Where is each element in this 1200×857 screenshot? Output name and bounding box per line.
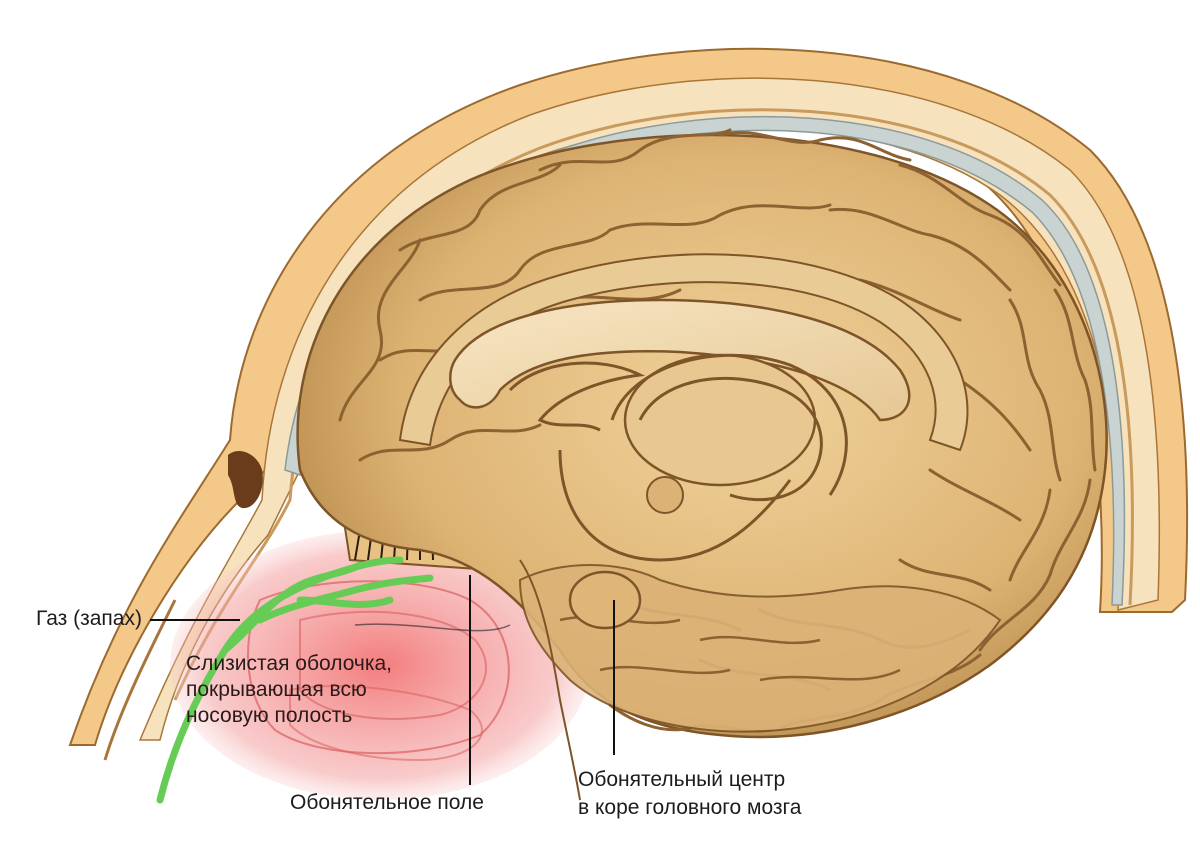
label-olfactory-field: Обонятельное поле xyxy=(290,791,484,814)
label-olfactory-center-line2: в коре головного мозга xyxy=(578,796,802,819)
brainstem-edge xyxy=(519,559,581,801)
label-mucosa-line1: Слизистая оболочка, xyxy=(186,652,393,675)
label-mucosa-line2: покрывающая всю xyxy=(186,678,367,701)
label-mucosa-line3: носовую полость xyxy=(186,704,353,727)
frontal-sinus xyxy=(228,450,263,509)
mammillary-body xyxy=(646,476,684,514)
label-olfactory-center-line1: Обонятельный центр xyxy=(578,768,786,791)
olfactory-center-uncus xyxy=(568,570,642,630)
leader-lines xyxy=(150,575,615,785)
hippocampus-curve xyxy=(558,449,792,562)
corpus-callosum xyxy=(449,298,911,422)
olfactory-nerve xyxy=(156,556,434,804)
label-gas-smell: Газ (запах) xyxy=(36,607,142,630)
cingulate-gyrus xyxy=(398,253,969,452)
fornix xyxy=(508,361,646,432)
